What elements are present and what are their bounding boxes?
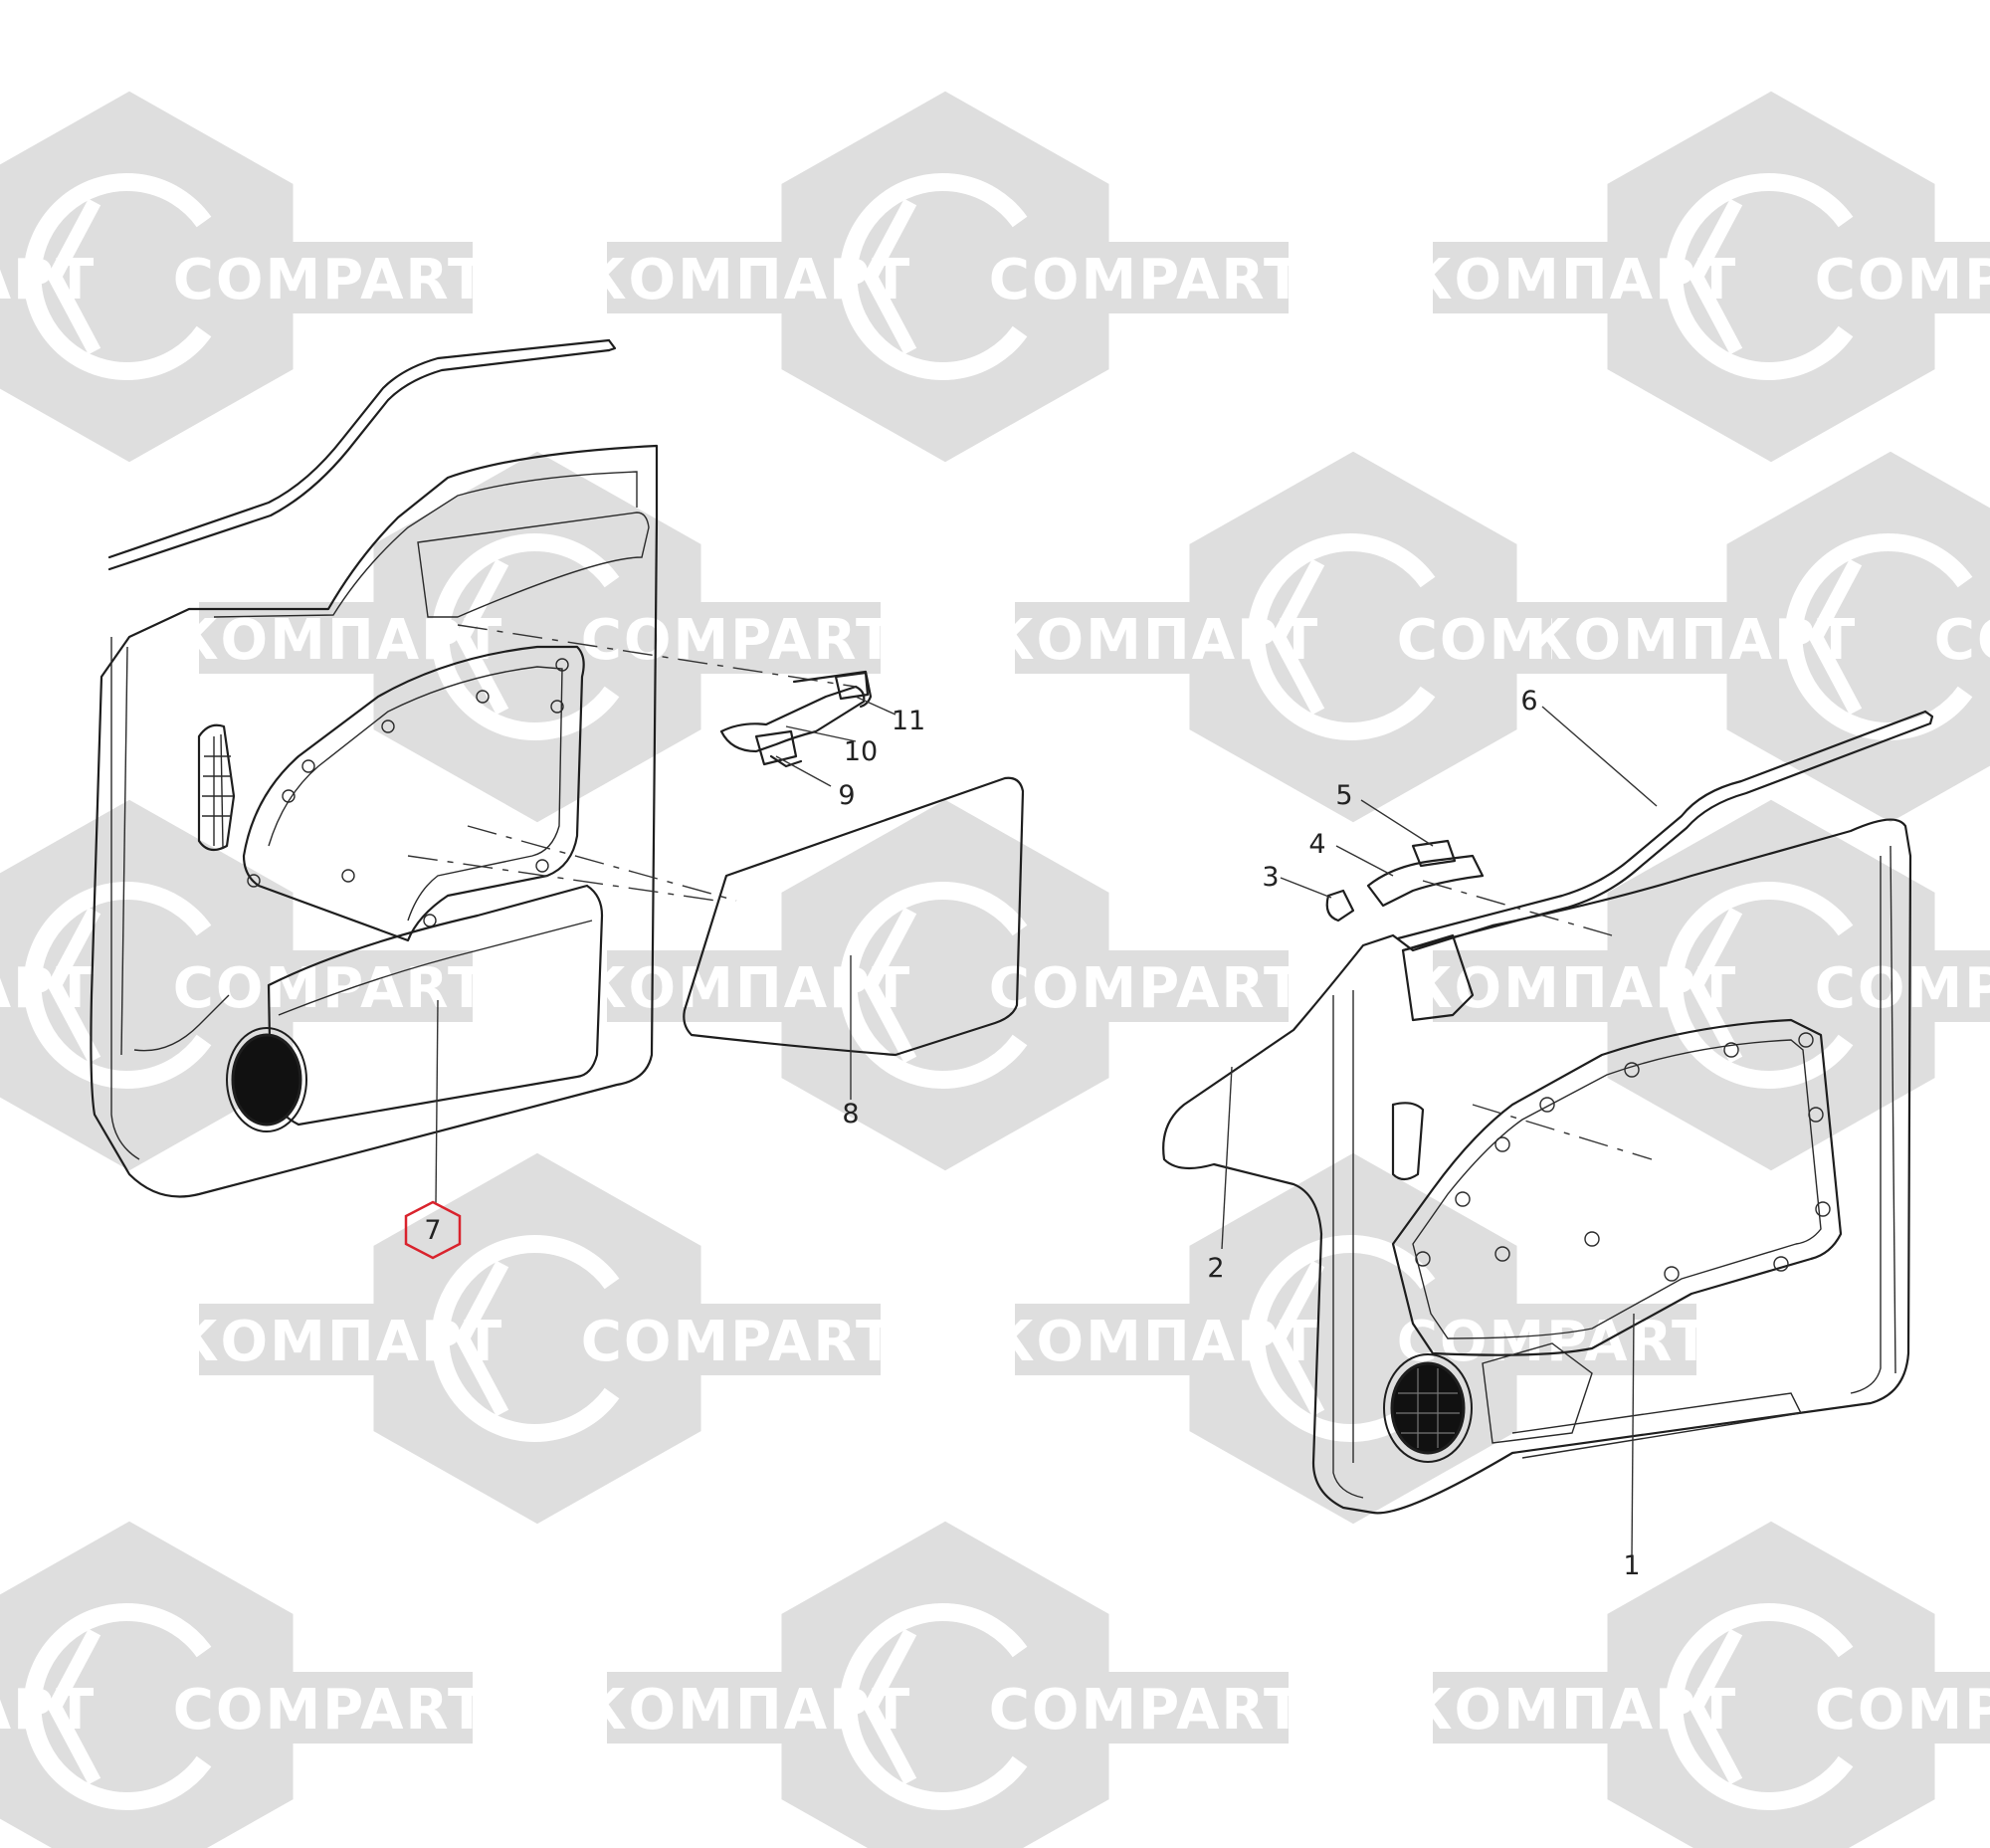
callout-labels: 1 2 3 4 5 6 7 8 9 10 11: [424, 686, 1640, 1581]
watermark-logo: КОМПАРТ COMPART: [1407, 91, 1990, 463]
right-door-trim-assembly: [1162, 710, 1934, 1515]
watermark-logo: КОМПАРТ COMPART: [1407, 799, 1990, 1171]
leader-lines: [435, 696, 1658, 1558]
callout-1[interactable]: 1: [1623, 1550, 1640, 1581]
watermark-logo: КОМПАРТ COMPART: [1526, 451, 1990, 823]
watermark-text-latin: COMPART: [1815, 248, 1990, 312]
watermark-logo: КОМПАРТ COMPART: [989, 1152, 1711, 1525]
watermark-text-cyrillic: КОМПАРТ: [173, 608, 504, 673]
watermark-logo: КОМПАРТ COMPART: [581, 1521, 1303, 1848]
watermark-text-latin: COMPART: [173, 248, 488, 312]
watermark-logo: КОМПАРТ COMPART: [173, 1152, 896, 1525]
watermark-logo: КОМПАРТ COMPART: [0, 91, 488, 463]
callout-2[interactable]: 2: [1207, 1253, 1224, 1284]
watermark-text-latin: COMPART: [173, 1678, 488, 1743]
watermark-logo: КОМПАРТ COMPART: [0, 799, 488, 1171]
watermark-logo: КОМПАРТ COMPART: [0, 1521, 488, 1848]
watermark-layer: КОМПАРТ COMPART КОМПАРТ COMPART КОМПАРТ COMPA…: [0, 91, 1990, 1848]
watermark-text-cyrillic: КОМПАРТ: [0, 956, 96, 1021]
watermark-text-cyrillic: КОМПАРТ: [1407, 956, 1738, 1021]
callout-10[interactable]: 10: [844, 736, 878, 767]
highlight-hexagon: [404, 1200, 462, 1260]
watermark-text-latin: COMPART: [1815, 1678, 1990, 1743]
callout-5[interactable]: 5: [1335, 780, 1352, 811]
callout-8[interactable]: 8: [842, 1099, 859, 1129]
watermark-text-cyrillic: КОМПАРТ: [581, 1678, 912, 1743]
watermark-logo: КОМПАРТ COMPART: [581, 91, 1303, 463]
watermark-text-latin: COMPART: [1934, 608, 1990, 673]
glass-and-handle-parts: [407, 624, 1025, 1057]
watermark-text-latin: COMPART: [581, 1310, 896, 1374]
watermark-text-cyrillic: КОМПАРТ: [989, 608, 1320, 673]
watermark-text-latin: COMPART: [989, 956, 1303, 1021]
callout-9[interactable]: 9: [838, 780, 855, 811]
watermark-text-cyrillic: КОМПАРТ: [173, 1310, 504, 1374]
watermark-text-latin: COMPART: [1815, 956, 1990, 1021]
callout-11[interactable]: 11: [892, 706, 925, 736]
watermark-text-cyrillic: КОМПАРТ: [1526, 608, 1858, 673]
watermark-text-latin: COMPART: [989, 1678, 1303, 1743]
watermark-text-latin: COMPART: [581, 608, 896, 673]
watermark-text-cyrillic: КОМПАРТ: [1407, 1678, 1738, 1743]
watermark-text-cyrillic: КОМПАРТ: [989, 1310, 1320, 1374]
callout-7[interactable]: 7: [424, 1215, 441, 1246]
watermark-text-cyrillic: КОМПАРТ: [0, 1678, 96, 1743]
watermark-text-cyrillic: КОМПАРТ: [581, 248, 912, 312]
watermark-text-latin: COMPART: [989, 248, 1303, 312]
callout-6[interactable]: 6: [1520, 686, 1537, 717]
callout-4[interactable]: 4: [1308, 829, 1325, 860]
watermark-text-latin: COMPART: [1397, 1310, 1711, 1374]
watermark-text-cyrillic: КОМПАРТ: [581, 956, 912, 1021]
left-door-trim-assembly: [90, 338, 659, 1198]
watermark-text-cyrillic: КОМПАРТ: [0, 248, 96, 312]
watermark-text-cyrillic: КОМПАРТ: [1407, 248, 1738, 312]
watermark-logo: КОМПАРТ COMPART: [581, 799, 1303, 1171]
watermark-logo: КОМПАРТ COMPART: [1407, 1521, 1990, 1848]
watermark-text-latin: COMPART: [173, 956, 488, 1021]
callout-3[interactable]: 3: [1262, 862, 1279, 893]
